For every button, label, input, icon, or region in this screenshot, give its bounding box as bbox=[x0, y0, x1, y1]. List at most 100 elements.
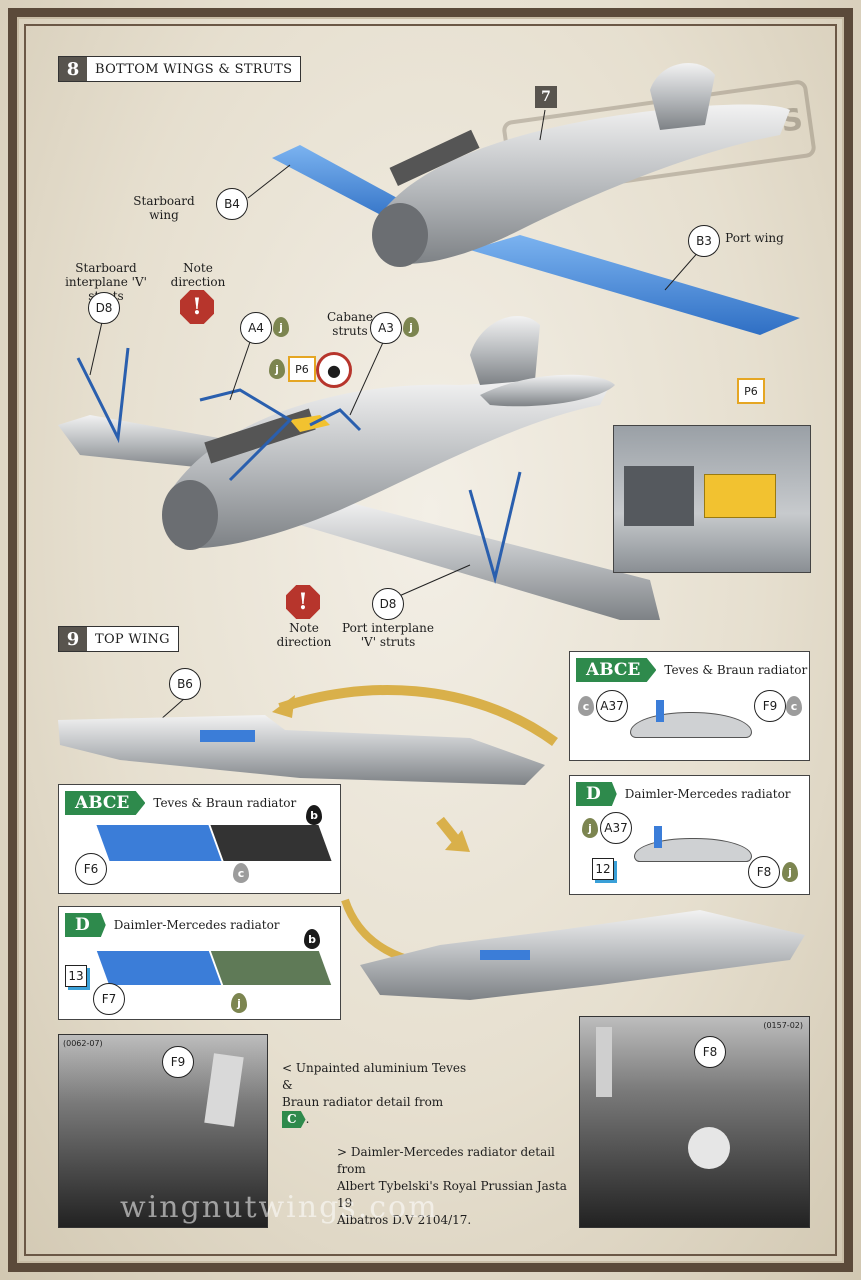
green-radiator-drawing bbox=[210, 951, 332, 985]
part-a37: A37 bbox=[600, 812, 632, 844]
lower-tailplane bbox=[480, 374, 615, 407]
cabane-struts-label: Cabane struts bbox=[326, 310, 373, 338]
part-b6: B6 bbox=[169, 668, 201, 700]
variant-tag-d: D bbox=[65, 913, 106, 937]
lower-cowl bbox=[162, 480, 218, 550]
part-b3: B3 bbox=[688, 225, 720, 257]
paint-j-icon-2: j bbox=[403, 317, 419, 337]
warning-icon-1: ! bbox=[180, 290, 214, 324]
port-wing-shape bbox=[470, 235, 800, 335]
top-wing-lower bbox=[360, 910, 805, 1000]
abce-radiator-box-right: ABCE Teves & Braun radiator c A37 F9 c bbox=[569, 651, 810, 761]
f6-radiator-drawing bbox=[96, 825, 222, 861]
note-direction-label-2: Note direction bbox=[276, 621, 332, 649]
part-a37: A37 bbox=[596, 690, 628, 722]
upper-fin bbox=[650, 63, 715, 130]
step-8-header: 8 BOTTOM WINGS & STRUTS bbox=[58, 56, 302, 82]
part-a3: A3 bbox=[370, 312, 402, 344]
variant-tag-d: D bbox=[576, 782, 617, 806]
watermark: wingnutwings.com bbox=[120, 1190, 439, 1225]
filler-cap bbox=[654, 826, 662, 848]
note-daimler: > Daimler-Mercedes radiator detail from … bbox=[337, 1144, 567, 1229]
struts bbox=[76, 347, 522, 584]
ref-step-7: 7 bbox=[535, 86, 557, 108]
step-title: TOP WING bbox=[95, 631, 170, 647]
note-line: > Daimler-Mercedes radiator detail from bbox=[337, 1145, 555, 1176]
part-d8-port: D8 bbox=[372, 588, 404, 620]
part-f8-photo: F8 bbox=[694, 1036, 726, 1068]
filler-neck bbox=[204, 1053, 244, 1127]
d-radiator-box-left: D Daimler-Mercedes radiator 13 F7 b j bbox=[58, 906, 341, 1020]
paint-j-icon: j bbox=[782, 862, 798, 882]
part-f9: F9 bbox=[754, 690, 786, 722]
part-f8: F8 bbox=[748, 856, 780, 888]
paint-b-icon: b bbox=[304, 929, 320, 949]
top-wing-upper bbox=[58, 715, 545, 785]
port-struts-label: Port interplane 'V' struts bbox=[342, 621, 434, 649]
p6-detail-inset bbox=[613, 425, 811, 573]
upper-fuselage bbox=[380, 104, 790, 264]
paint-c-icon: c bbox=[233, 863, 249, 883]
f7-radiator-drawing bbox=[96, 951, 222, 985]
gauge bbox=[688, 1127, 730, 1169]
note-line: Albert Tybelski's Royal Prussian Jasta 1… bbox=[337, 1179, 567, 1210]
radiator-drawing bbox=[634, 838, 752, 862]
paint-ref-12: 12 bbox=[592, 858, 614, 880]
photo-daimler-mercedes: (0157-02) bbox=[579, 1016, 810, 1228]
paint-b-icon: b bbox=[306, 805, 322, 825]
starboard-wing-shape bbox=[272, 145, 410, 225]
step-number: 9 bbox=[59, 627, 87, 651]
lower-fin bbox=[470, 316, 540, 385]
radiator-title: Daimler-Mercedes radiator bbox=[113, 918, 280, 932]
part-d8-starboard: D8 bbox=[88, 292, 120, 324]
note-line: Albatros D.V 2104/17. bbox=[337, 1213, 472, 1227]
variant-tag-abce: ABCE bbox=[65, 791, 146, 815]
black-radiator-drawing bbox=[210, 825, 332, 861]
lower-port-wing bbox=[300, 500, 660, 620]
part-a4: A4 bbox=[240, 312, 272, 344]
paint-c-icon: c bbox=[786, 696, 802, 716]
paint-j-icon: j bbox=[582, 818, 598, 838]
p6-inset-part bbox=[704, 474, 776, 518]
radiator-title: Daimler-Mercedes radiator bbox=[624, 787, 791, 801]
starboard-wing-label: Starboard wing bbox=[133, 194, 195, 222]
lower-starboard-wing bbox=[58, 415, 230, 470]
top-wing-radiator bbox=[200, 730, 255, 742]
top-wing-radiator-2 bbox=[480, 950, 530, 960]
step-9-header: 9 TOP WING bbox=[58, 626, 179, 652]
part-p6: P6 bbox=[288, 356, 316, 382]
note-teves: < Unpainted aluminium Teves & Braun radi… bbox=[282, 1060, 467, 1128]
paint-ref-13: 13 bbox=[65, 965, 87, 987]
radiator-drawing bbox=[630, 712, 752, 738]
part-f9-photo: F9 bbox=[162, 1046, 194, 1078]
abce-radiator-box-left: ABCE Teves & Braun radiator F6 b c bbox=[58, 784, 341, 894]
note-direction-label-1: Note direction bbox=[170, 261, 226, 289]
variant-tag-c: C bbox=[282, 1111, 306, 1128]
photo-code: (0062-07) bbox=[63, 1039, 103, 1048]
no-glue-icon: ● bbox=[316, 352, 352, 388]
port-wing-label: Port wing bbox=[725, 231, 784, 245]
part-f6: F6 bbox=[75, 853, 107, 885]
part-b4: B4 bbox=[216, 188, 248, 220]
arrow-curve-1 bbox=[278, 685, 558, 747]
filler-neck bbox=[596, 1027, 612, 1097]
paint-j-icon: j bbox=[231, 993, 247, 1013]
warning-icon-2: ! bbox=[286, 585, 320, 619]
step-number: 8 bbox=[59, 57, 87, 81]
photo-code: (0157-02) bbox=[763, 1021, 803, 1030]
part-f7: F7 bbox=[93, 983, 125, 1015]
leader-lines bbox=[89, 109, 701, 721]
note-line: < Unpainted aluminium Teves & bbox=[282, 1061, 467, 1092]
step-title: BOTTOM WINGS & STRUTS bbox=[95, 61, 293, 77]
filler-cap bbox=[656, 700, 664, 722]
paint-j-icon-3: j bbox=[269, 359, 285, 379]
paint-c-icon: c bbox=[578, 696, 594, 716]
d-radiator-box-right: D Daimler-Mercedes radiator j A37 12 F8 … bbox=[569, 775, 810, 895]
upper-engine bbox=[389, 129, 480, 186]
paint-j-icon-1: j bbox=[273, 317, 289, 337]
radiator-title: Teves & Braun radiator bbox=[664, 663, 808, 677]
upper-cowl bbox=[372, 203, 428, 267]
variant-tag-abce: ABCE bbox=[576, 658, 657, 682]
